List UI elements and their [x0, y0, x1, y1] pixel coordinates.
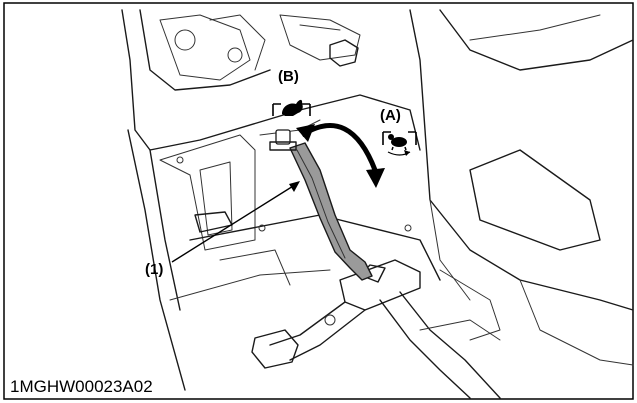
lever-direction-arrow: [296, 123, 385, 188]
tortoise-slow-icon: [382, 131, 417, 156]
label-part-1: (1): [145, 261, 163, 278]
label-position-a: (A): [380, 107, 401, 124]
parking-brake-lever[interactable]: [269, 129, 373, 281]
figure-border: [3, 2, 634, 400]
callout-leader-1: [171, 181, 300, 263]
machine-background: [121, 9, 634, 391]
label-position-b: (B): [278, 68, 299, 85]
figure-code: 1MGHW00023A02: [10, 377, 153, 396]
hare-fast-icon: [272, 99, 311, 116]
pedal-linkage: [251, 259, 501, 399]
